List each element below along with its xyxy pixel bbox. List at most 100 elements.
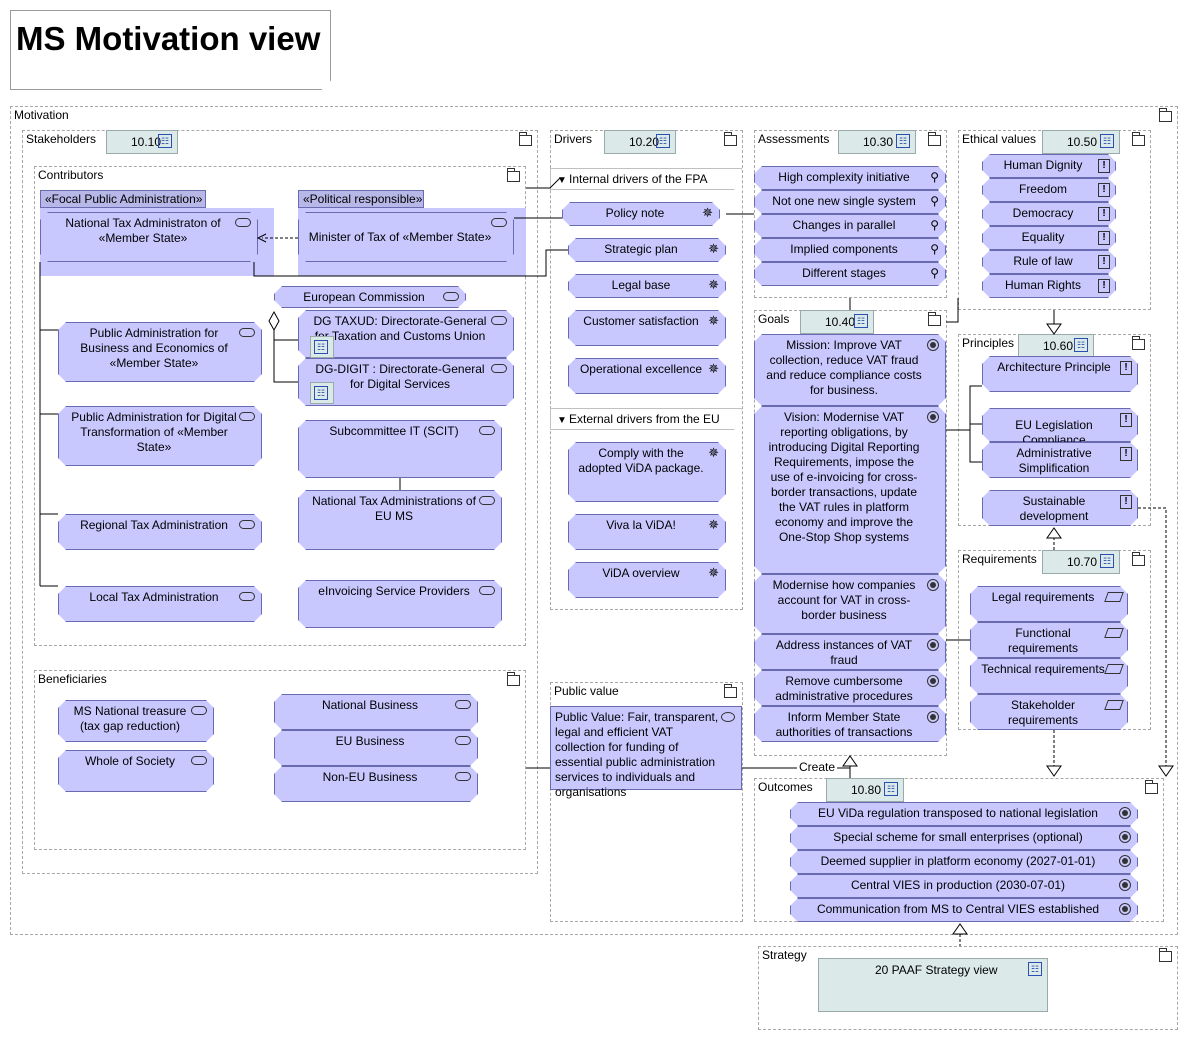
goal-modernise[interactable]: Modernise how companies account for VAT … xyxy=(754,574,946,634)
value-democracy[interactable]: Democracy! xyxy=(982,202,1116,226)
actor-pa-business[interactable]: Public Administration for Business and E… xyxy=(58,322,262,382)
requirement-legal[interactable]: Legal requirements xyxy=(970,586,1128,622)
value-equality[interactable]: Equality! xyxy=(982,226,1116,250)
assessment-1[interactable]: Not one new single system⚲ xyxy=(754,190,946,214)
element-label: Equality xyxy=(1021,230,1065,244)
requirement-functional[interactable]: Functional requirements xyxy=(970,622,1128,658)
outcome-1[interactable]: Special scheme for small enterprises (op… xyxy=(790,826,1138,850)
value-freedom[interactable]: Freedom! xyxy=(982,178,1116,202)
element-label: Freedom xyxy=(1018,182,1068,196)
driver-wheel-icon: ✵ xyxy=(708,565,719,580)
goal-target-icon xyxy=(927,711,939,723)
element-label: ViDA overview xyxy=(602,566,680,580)
ref-goals[interactable]: 10.40☷ xyxy=(800,310,874,334)
value-human-dignity[interactable]: Human Dignity! xyxy=(982,154,1116,178)
actor-national-tax[interactable]: National Tax Administraton of «Member St… xyxy=(40,212,258,262)
view-ref-icon: ☷ xyxy=(1100,554,1114,568)
actor-treasure[interactable]: MS National treasure (tax gap reduction) xyxy=(58,700,214,742)
ref-stakeholders[interactable]: 10.10☷ xyxy=(106,130,178,154)
role-political: «Political responsible» xyxy=(298,190,424,208)
ref-dg-taxud[interactable]: ☷ xyxy=(310,336,334,358)
driver-vida-overview[interactable]: ViDA overview ✵ xyxy=(568,562,726,598)
view-ref-icon: ☷ xyxy=(314,340,328,354)
actor-icon xyxy=(455,772,471,781)
driver-policy-note[interactable]: Policy note✵ xyxy=(562,202,720,226)
element-label: Policy note xyxy=(605,206,665,220)
principle-icon: ! xyxy=(1098,255,1110,269)
value-human-rights[interactable]: Human Rights! xyxy=(982,274,1116,298)
driver-customer-satisfaction[interactable]: Customer satisfaction✵ xyxy=(568,310,726,346)
ref-requirements[interactable]: 10.70☷ xyxy=(1042,550,1120,574)
goal-inform-ms[interactable]: Inform Member State authorities of trans… xyxy=(754,706,946,742)
goal-address-fraud[interactable]: Address instances of VAT fraud xyxy=(754,634,946,670)
outcome-4[interactable]: Communication from MS to Central VIES es… xyxy=(790,898,1138,922)
external-drivers-header[interactable]: ▼External drivers from the EU xyxy=(550,408,742,430)
group-strategy[interactable]: Strategy xyxy=(758,946,1178,1030)
driver-viva-la-vida[interactable]: Viva la ViDA!✵ xyxy=(568,514,726,550)
actor-non-eu-business[interactable]: Non-EU Business xyxy=(274,766,478,802)
ref-assessments[interactable]: 10.30☷ xyxy=(838,130,916,154)
magnifier-icon: ⚲ xyxy=(930,194,939,208)
outcome-3[interactable]: Central VIES in production (2030-07-01) xyxy=(790,874,1138,898)
requirement-technical[interactable]: Technical requirements xyxy=(970,658,1128,694)
actor-minister[interactable]: Minister of Tax of «Member State» xyxy=(298,212,514,262)
actor-society[interactable]: Whole of Society xyxy=(58,750,214,792)
group-motivation[interactable]: Motivation xyxy=(10,106,1178,935)
group-contributors[interactable]: Contributors xyxy=(34,166,526,646)
value-rule-of-law[interactable]: Rule of law! xyxy=(982,250,1116,274)
driver-strategic-plan[interactable]: Strategic plan✵ xyxy=(568,238,726,262)
actor-national-business[interactable]: National Business xyxy=(274,694,478,730)
goal-vision[interactable]: Vision: Modernise VAT reporting obligati… xyxy=(754,406,946,574)
actor-regional[interactable]: Regional Tax Administration xyxy=(58,514,262,550)
actor-eu-business[interactable]: EU Business xyxy=(274,730,478,766)
ref-strategy[interactable]: 20 PAAF Strategy view☷ xyxy=(818,958,1048,1012)
assessment-2[interactable]: Changes in parallel⚲ xyxy=(754,214,946,238)
principle-icon: ! xyxy=(1098,231,1110,245)
principle-sustainable[interactable]: Sustainable development! xyxy=(982,490,1138,526)
principle-icon: ! xyxy=(1098,279,1110,293)
actor-dg-taxud[interactable]: DG TAXUD: Directorate-General for Taxati… xyxy=(298,310,514,358)
group-public-value[interactable]: Public value xyxy=(550,682,743,922)
actor-pa-digital[interactable]: Public Administration for Digital Transf… xyxy=(58,406,262,466)
goal-target-icon xyxy=(927,579,939,591)
ref-drivers[interactable]: 10.20☷ xyxy=(604,130,676,154)
principle-eu-compliance[interactable]: EU Legislation Compliance! xyxy=(982,408,1138,442)
header-label: Internal drivers of the FPA xyxy=(569,172,708,186)
ref-outcomes[interactable]: 10.80☷ xyxy=(826,778,904,802)
assessment-0[interactable]: High complexity initiative⚲ xyxy=(754,166,946,190)
driver-comply-vida[interactable]: Comply with the adopted ViDA package.✵ xyxy=(568,442,726,502)
ref-label: 10.50 xyxy=(1067,135,1098,149)
view-ref-icon: ☷ xyxy=(896,134,910,148)
ref-ethical-values[interactable]: 10.50☷ xyxy=(1042,130,1120,154)
actor-einvoicing[interactable]: eInvoicing Service Providers xyxy=(298,580,502,628)
internal-drivers-header[interactable]: ▼Internal drivers of the FPA xyxy=(550,168,742,190)
driver-legal-base[interactable]: Legal base✵ xyxy=(568,274,726,298)
folder-icon xyxy=(1159,948,1172,962)
driver-wheel-icon: ✵ xyxy=(708,445,719,460)
actor-dg-digit[interactable]: DG-DIGIT : Directorate-General for Digit… xyxy=(298,358,514,406)
driver-operational-excellence[interactable]: Operational excellence✵ xyxy=(568,358,726,394)
ref-principles[interactable]: 10.60☷ xyxy=(1018,334,1094,358)
assessment-4[interactable]: Different stages⚲ xyxy=(754,262,946,286)
goal-mission[interactable]: Mission: Improve VAT collection, reduce … xyxy=(754,334,946,406)
actor-local[interactable]: Local Tax Administration xyxy=(58,586,262,622)
public-value-element[interactable]: Public Value: Fair, transparent, legal a… xyxy=(550,706,742,799)
group-beneficiaries[interactable]: Beneficiaries xyxy=(34,670,526,850)
actor-national-eu[interactable]: National Tax Administrations of EU MS xyxy=(298,490,502,550)
ref-dg-digit[interactable]: ☷ xyxy=(310,382,334,404)
principle-admin-simplification[interactable]: Administrative Simplification! xyxy=(982,442,1138,478)
ref-label: 10.70 xyxy=(1067,555,1098,569)
assessment-3[interactable]: Implied components⚲ xyxy=(754,238,946,262)
element-label: Operational excellence xyxy=(579,362,703,376)
outcome-target-icon xyxy=(1119,831,1131,843)
goal-remove-procedures[interactable]: Remove cumbersome administrative procedu… xyxy=(754,670,946,706)
folder-icon xyxy=(519,132,532,146)
ref-label: 10.10 xyxy=(131,135,162,149)
requirement-stakeholder[interactable]: Stakeholder requirements xyxy=(970,694,1128,730)
outcome-2[interactable]: Deemed supplier in platform economy (202… xyxy=(790,850,1138,874)
actor-scit[interactable]: Subcommittee IT (SCIT) xyxy=(298,420,502,478)
actor-european-commission[interactable]: European Commission xyxy=(274,286,466,308)
principle-architecture[interactable]: Architecture Principle! xyxy=(982,356,1138,392)
group-stakeholders[interactable]: Stakeholders xyxy=(22,130,538,874)
outcome-0[interactable]: EU ViDa regulation transposed to nationa… xyxy=(790,802,1138,826)
